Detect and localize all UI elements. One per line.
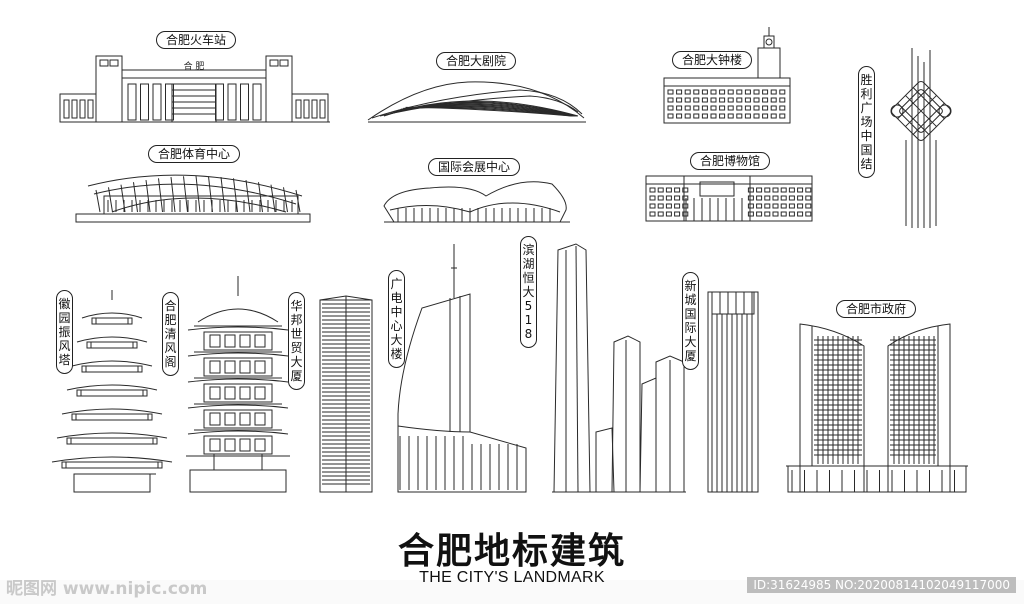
railway-station-drawing: [59, 55, 330, 123]
broadcast-center-drawing: [397, 244, 527, 493]
label-hefei-grand-theatre: 合肥大剧院: [436, 52, 517, 70]
sports-center-ribs: [95, 175, 301, 213]
clock-tower-windows: [667, 89, 786, 119]
binhu-tower-drawing: [552, 243, 686, 493]
label-victory-square-knot: 胜利广场中国结: [858, 66, 875, 178]
railway-station-windows: [63, 83, 326, 121]
station-sign-text: 合 肥: [184, 60, 205, 72]
label-hefei-sports-center: 合肥体育中心: [148, 145, 241, 163]
xincheng-tower-mullions: [711, 292, 753, 492]
chinese-knot-drawing: [890, 48, 952, 228]
grand-theatre-ribs: [383, 100, 579, 117]
label-intl-expo-center: 国际会展中心: [428, 158, 521, 176]
label-qingfeng-pavilion: 合肥清风阁: [162, 292, 179, 376]
museum-drawing: [645, 175, 813, 222]
huabang-tower-drawing: [319, 295, 373, 493]
zhenfeng-pagoda-drawing: [51, 290, 173, 493]
page-subtitle: THE CITY'S LANDMARK: [419, 569, 605, 586]
label-binhu-heng-518: 滨湖恒大518: [520, 236, 537, 348]
museum-panels: [649, 187, 812, 221]
city-hall-drawing: [786, 323, 968, 493]
sports-center-drawing: [75, 174, 311, 223]
qingfeng-pavilion-drawing: [186, 276, 290, 493]
label-hefei-museum: 合肥博物馆: [690, 152, 771, 170]
label-broadcast-center: 广电中心大楼: [388, 270, 405, 368]
label-hefei-railway-station: 合肥火车站: [156, 31, 237, 49]
page-title: 合肥地标建筑: [397, 531, 626, 572]
label-hefei-clock-tower: 合肥大钟楼: [672, 51, 753, 69]
watermark-id: ID:31624985 NO:20200814102049117000: [747, 577, 1016, 593]
label-xincheng-intl-tower: 新城国际大厦: [682, 272, 699, 370]
broadcast-center-lines: [399, 436, 518, 490]
label-hefei-city-hall: 合肥市政府: [836, 300, 917, 318]
xincheng-tower-drawing: [707, 291, 759, 493]
expo-center-facade: [397, 208, 551, 222]
clock-tower-drawing: [663, 27, 791, 124]
label-huabang-tower: 华邦世贸大厦: [288, 292, 305, 390]
label-huiyuan-pagoda: 徽园振风塔: [56, 290, 73, 374]
city-hall-windows: [791, 336, 955, 492]
watermark-site: 昵图网 www.nipic.com: [6, 579, 208, 599]
huabang-tower-floors: [322, 303, 370, 485]
